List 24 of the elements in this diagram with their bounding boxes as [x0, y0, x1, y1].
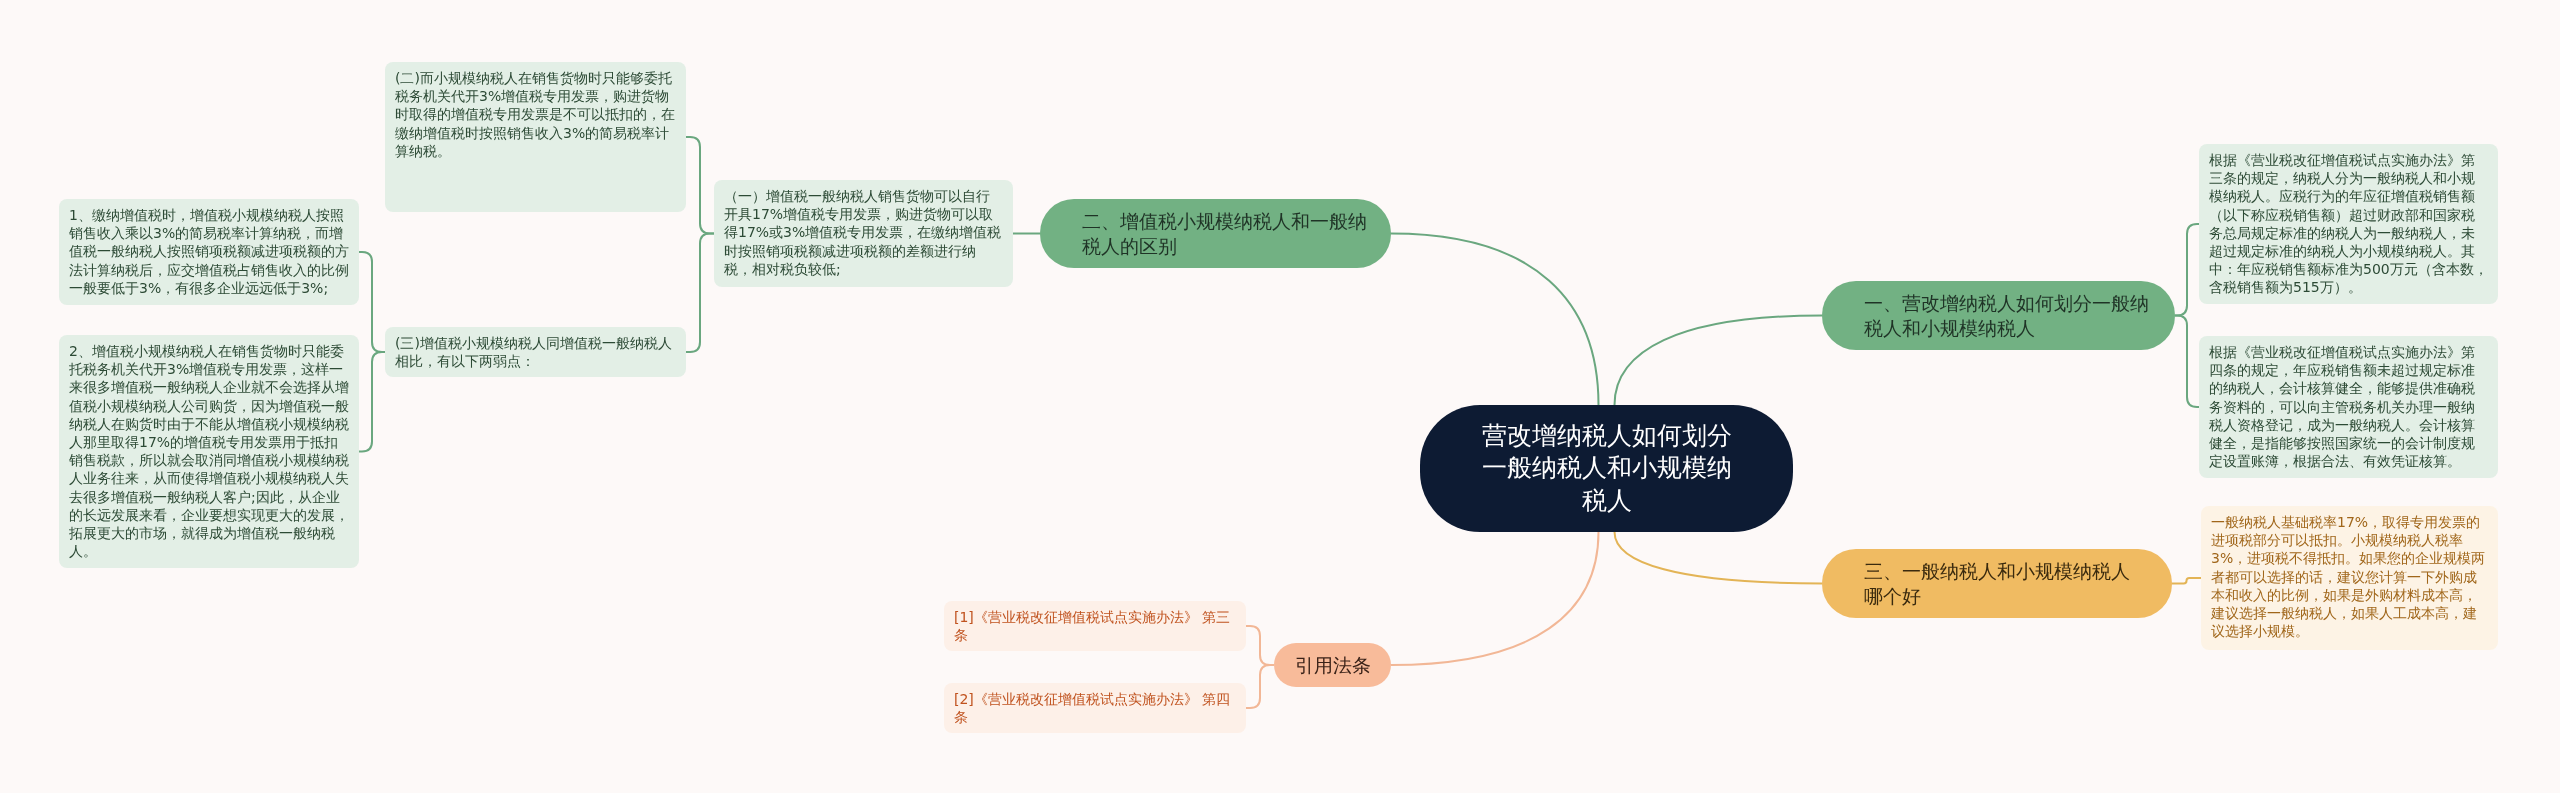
connector-line: [685, 232, 715, 353]
note-card: 根据《营业税改征增值税试点实施办法》第三条的规定，纳税人分为一般纳税人和小规模纳税人。应税行为的年应征增值税销售额（以下称应税销售额）超过财政部和国家税务总局规定标准的纳税人为一般纳税人，未超过规定标准的纳税人为小规模纳税人。其中：年应税销售额标准为500万元（含本数，含税销售额为515万）。: [2199, 144, 2498, 304]
note-card: (三)增值税小规模纳税人同增值税一般纳税人相比，有以下两弱点：: [385, 327, 686, 378]
connector-line: [1613, 314, 1823, 406]
connector-line: [1390, 531, 1600, 666]
reference-card: [2]《营业税改征增值税试点实施办法》 第四条: [944, 683, 1246, 734]
note-card: （一）增值税一般纳税人销售货物可以自行开具17%增值税专用发票，购进货物可以取得17%或3%增值税专用发票，在缴纳增值税时按照销项税额减进项税额的差额进行纳税，相对税负较低;: [714, 180, 1013, 287]
branch-topic: 三、一般纳税人和小规模纳税人哪个好: [1822, 549, 2172, 619]
central-topic: 营改增纳税人如何划分一般纳税人和小规模纳税人: [1420, 405, 1793, 532]
note-card: (二)而小规模纳税人在销售货物时只能够委托税务机关代开3%增值税专用发票，购进货物时取得的增值税专用发票是不可以抵扣的，在缴纳增值税时按照销售收入3%的简易税率计算纳税。: [385, 62, 686, 212]
note-card: 2、增值税小规模纳税人在销售货物时只能委托税务机关代开3%增值税专用发票，这样一来很多增值税一般纳税人企业就不会选择从增值税小规模纳税人公司购货，因为增值税一般纳税人在购货时由于不能从增值税小规模纳税人那里取得17%的增值税专用发票用于抵扣销售税款，所以就会取消同增值税小规模纳税人业务往来，从而使得增值税小规模纳税人失去很多增值税一般纳税人客户;因此，从企业的长远发展来看，企业要想实现更大的发展，拓展更大的市场，就得成为增值税一般纳税人。: [59, 335, 359, 568]
reference-card: [1]《营业税改征增值税试点实施办法》 第三条: [944, 601, 1246, 652]
note-card: 一般纳税人基础税率17%，取得专用发票的进项税部分可以抵扣。小规模纳税人税率3%，进项税不得抵扣。如果您的企业规模两者都可以选择的话，建议您计算一下外购成本和收入的比例，如果是外购材料成本高，建议选择一般纳税人，如果人工成本高，建议选择小规模。: [2201, 506, 2498, 650]
branch-topic: 引用法条: [1274, 643, 1391, 687]
connector-line: [1012, 232, 1041, 235]
note-card: 1、缴纳增值税时，增值税小规模纳税人按照销售收入乘以3%的简易税率计算纳税，而增值税一般纳税人按照销项税额减进项税额的方法计算纳税后，应交增值税占销售收入的比例一般要低于3%，有很多企业远远低于3%;: [59, 199, 359, 305]
branch-topic: 二、增值税小规模纳税人和一般纳税人的区别: [1040, 199, 1391, 269]
connector-line: [2174, 223, 2200, 317]
connector-line: [1613, 531, 1823, 585]
connector-line: [1390, 232, 1600, 406]
connector-line: [2174, 314, 2200, 408]
branch-topic: 一、营改增纳税人如何划分一般纳税人和小规模纳税人: [1822, 281, 2175, 351]
connector-line: [2171, 577, 2202, 585]
note-card: 根据《营业税改征增值税试点实施办法》第四条的规定，年应税销售额未超过规定标准的纳税人，会计核算健全，能够提供准确税务资料的，可以向主管税务机关办理一般纳税人资格登记，成为一般纳税人。会计核算健全，是指能够按照国家统一的会计制度规定设置账簿，根据合法、有效凭证核算。: [2199, 336, 2498, 478]
